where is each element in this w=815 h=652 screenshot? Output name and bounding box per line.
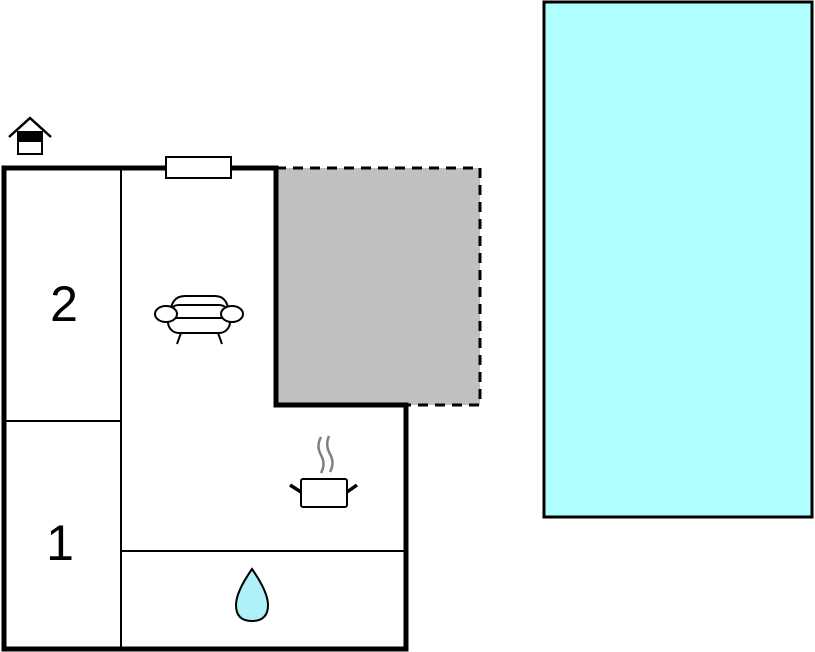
swimming-pool <box>542 0 814 519</box>
terrace <box>276 166 482 407</box>
interior-walls <box>4 168 406 649</box>
exterior-walls <box>1 165 409 652</box>
water-drop-icon <box>234 567 270 623</box>
sofa-icon <box>154 295 244 345</box>
room-label-2: 2 <box>50 276 78 332</box>
cooking-pot-icon <box>289 435 359 508</box>
window <box>165 156 232 179</box>
room-label-1: 1 <box>46 515 74 571</box>
house-entrance-icon <box>8 116 52 155</box>
